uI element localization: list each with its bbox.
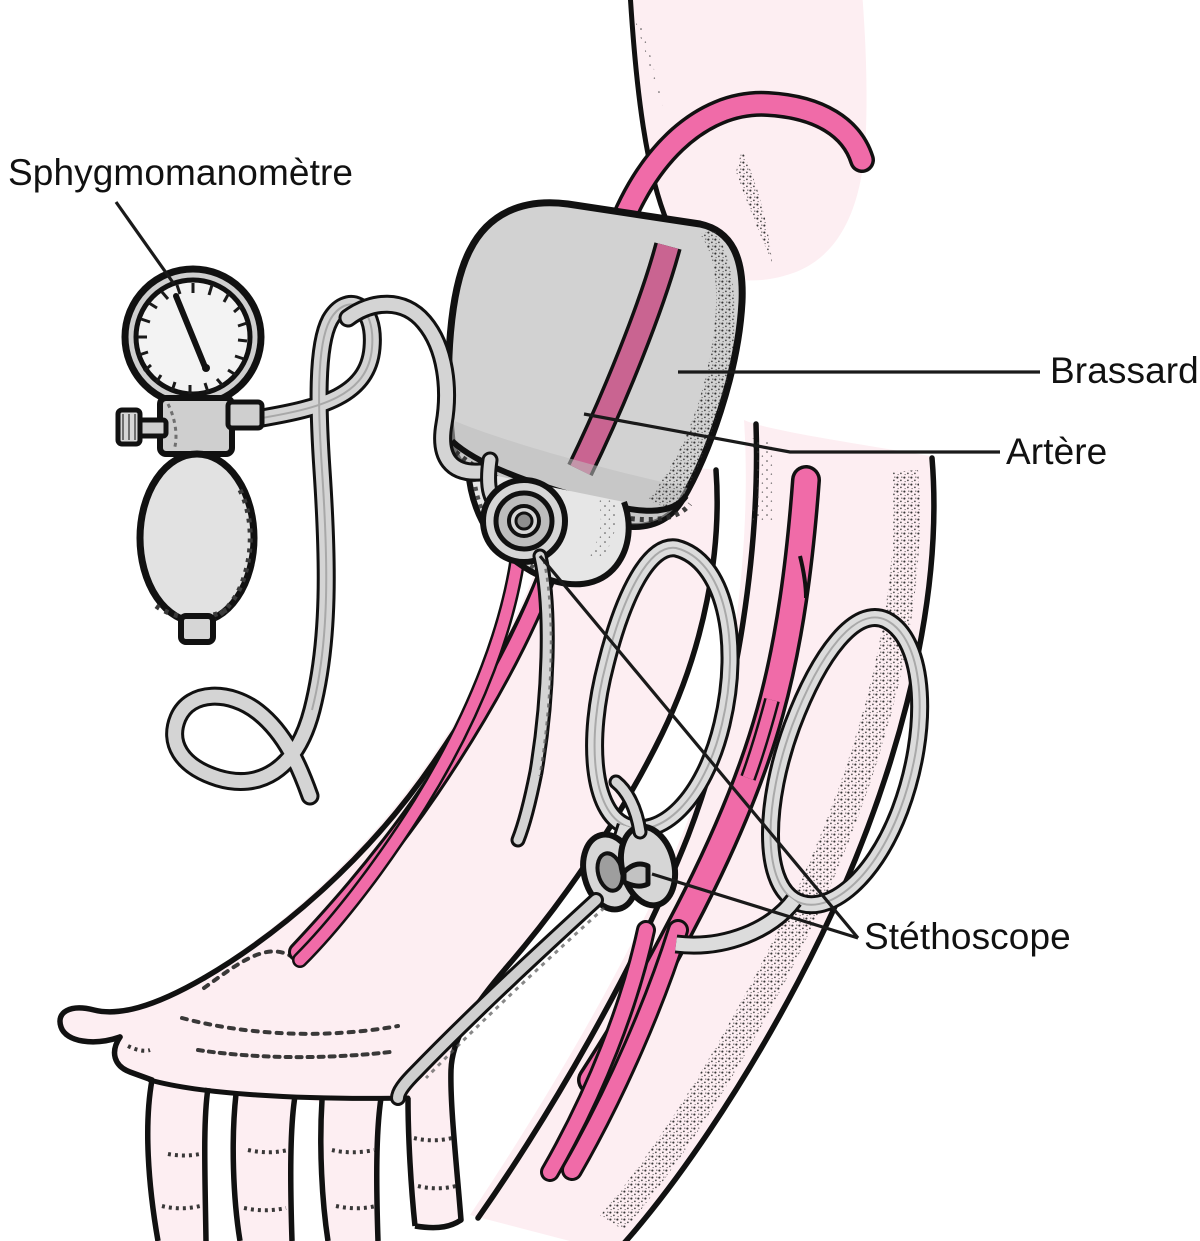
label-stethoscope: Stéthoscope: [864, 916, 1071, 957]
leader-lines: [114, 201, 1040, 940]
leader-artere: [583, 412, 1000, 454]
leader-stethoscope-top: [538, 554, 860, 940]
stethoscope-tubing-loops: [585, 538, 930, 955]
upper-arm: [599, 0, 875, 281]
label-artere: Artère: [1006, 431, 1108, 472]
leader-stethoscope-bottom: [651, 872, 859, 940]
sphygmomanometer-device: [115, 265, 265, 645]
stethoscope-diaphragm: [480, 477, 568, 848]
right-forearm: [470, 420, 937, 1241]
label-sphygmomanometre: Sphygmomanomètre: [8, 152, 354, 193]
leader-sphygmomanometre: [114, 201, 176, 285]
stethoscope-bell: [390, 774, 679, 1106]
label-brassard: Brassard: [1050, 350, 1199, 391]
